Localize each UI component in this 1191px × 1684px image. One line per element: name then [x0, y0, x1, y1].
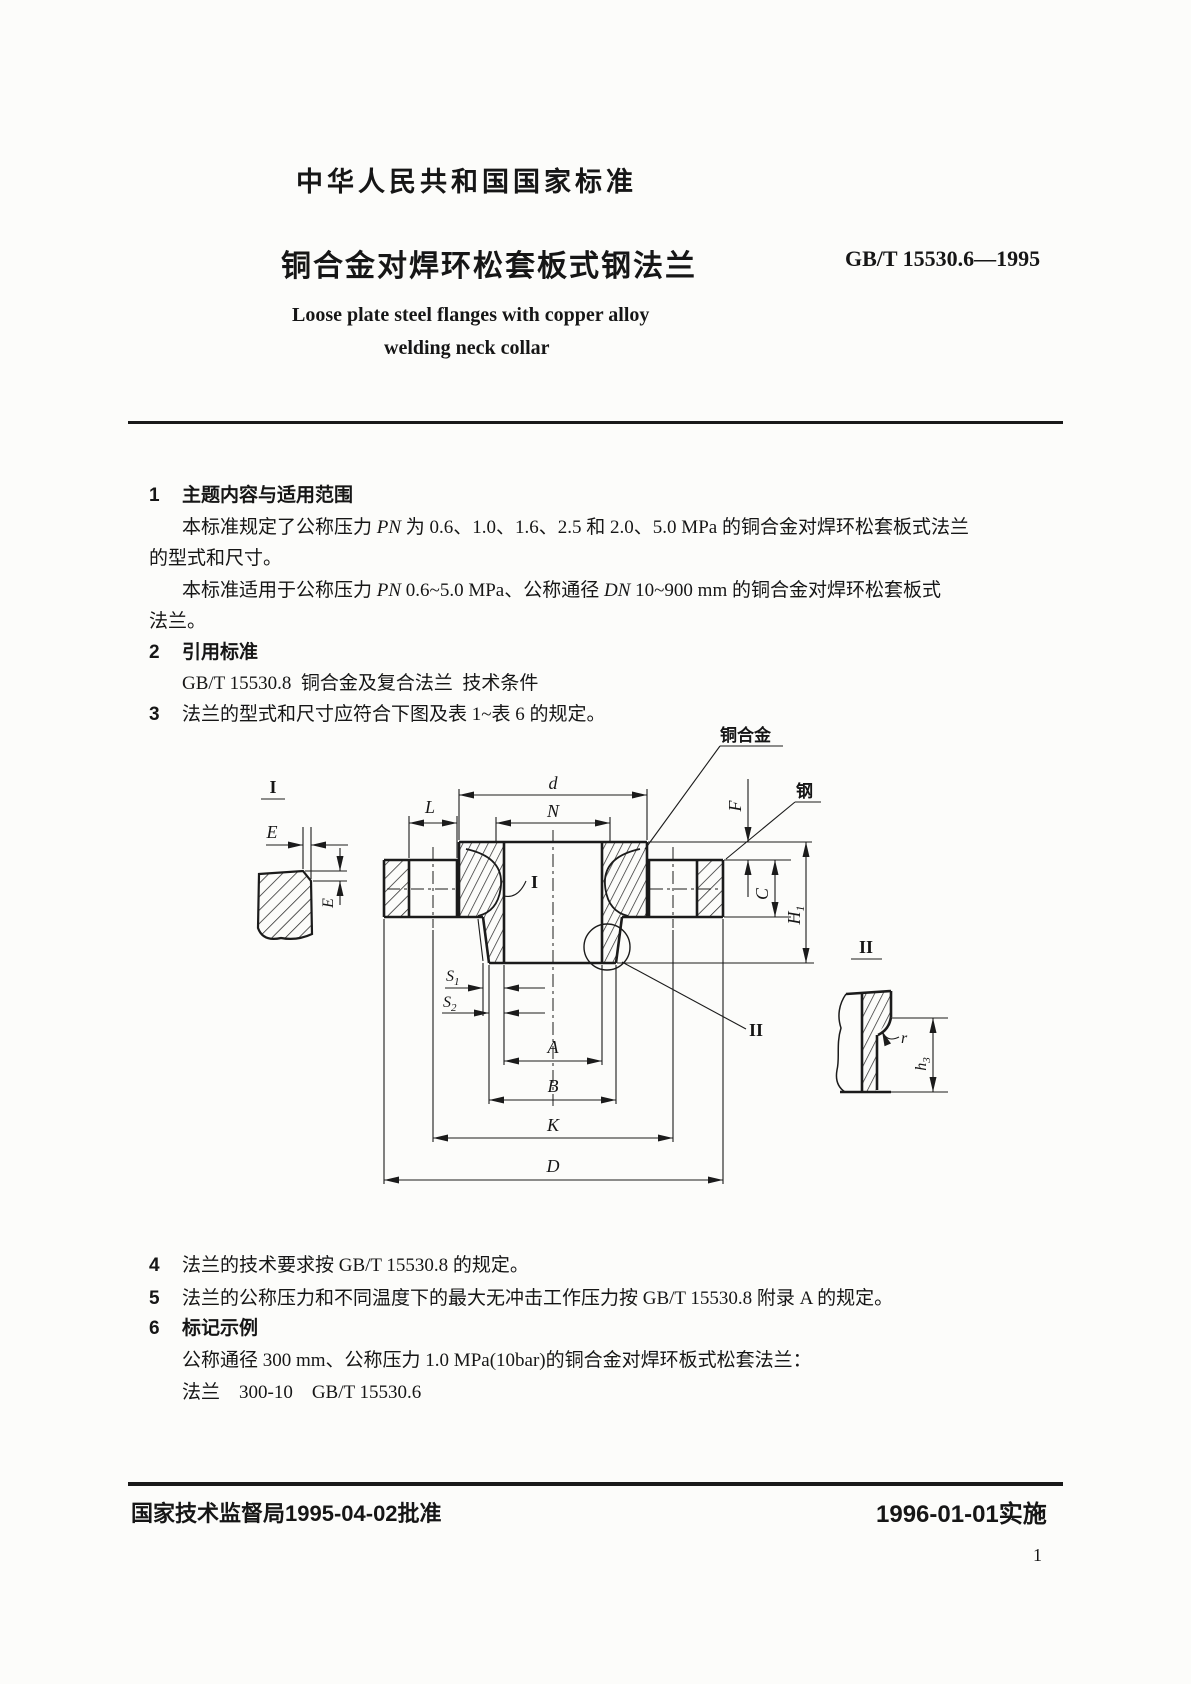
copper-leader-line [644, 745, 721, 850]
centerlines [387, 830, 720, 1106]
steel-leader-line [725, 801, 796, 860]
part-outlines [382, 840, 893, 1094]
section-5-number: 5 [149, 1288, 160, 1309]
dim-label-E-vertical: E [320, 898, 337, 909]
steel-label: 钢 [796, 781, 813, 801]
section-1-paragraph-2: 本标准适用于公称压力 PN 0.6~5.0 MPa、公称通径 DN 10~900… [182, 580, 941, 601]
dim-label-L: L [424, 797, 435, 817]
dim-label-F: F [725, 800, 745, 813]
detail1-reference-label: I [531, 872, 538, 892]
dim-label-r: r [901, 1030, 908, 1047]
section-1-number: 1 [149, 485, 160, 506]
section-1-paragraph-2-cont: 法兰。 [149, 611, 207, 632]
detail1-corner-block [256, 869, 314, 940]
implementation-date: 1996-01-01实施 [876, 1501, 1047, 1528]
hatch-fills [385, 842, 891, 1092]
copper-collar-hatch-left [459, 842, 504, 963]
profile-curves [465, 848, 847, 1093]
flange-cross-section-drawing: d N L E E F C H1 S1 S2 A B K D I I II II… [256, 725, 948, 1184]
section-2-reference: GB/T 15530.8 铜合金及复合法兰 技术条件 [182, 673, 539, 694]
radius-leader-line [881, 1030, 900, 1047]
detail2-reference-circle [583, 923, 631, 971]
dim-label-B: B [548, 1076, 559, 1096]
collar-fillet-curve-left [465, 848, 502, 917]
header-divider [128, 421, 1063, 424]
section-6-number: 6 [149, 1318, 160, 1339]
dim-label-K: K [546, 1115, 560, 1135]
dim-label-H1: H1 [784, 906, 807, 926]
dim-label-A: A [547, 1037, 560, 1057]
copper-alloy-label: 铜合金 [720, 725, 772, 745]
page-number: 1 [1033, 1545, 1042, 1565]
detail2-reference-label: II [749, 1020, 763, 1040]
document-title-cn: 铜合金对焊环松套板式钢法兰 [281, 250, 697, 283]
standard-code: GB/T 15530.6—1995 [845, 246, 1041, 271]
detail2-title: II [859, 937, 873, 957]
dim-label-C: C [752, 887, 772, 900]
detail2-leader-line [621, 961, 747, 1030]
collar-fillet-curve-right [604, 848, 641, 917]
approval-authority-date: 国家技术监督局1995-04-02批准 [131, 1501, 442, 1526]
section-3-number: 3 [149, 704, 160, 725]
section-6-designation: 法兰 300-10 GB/T 15530.6 [182, 1382, 422, 1403]
dim-label-E-horizontal: E [266, 822, 278, 842]
detail1-title: I [269, 777, 276, 797]
dim-label-h3: h3 [913, 1057, 933, 1071]
section-1-paragraph-1-cont: 的型式和尺寸。 [149, 548, 283, 569]
document-title-en-line1: Loose plate steel flanges with copper al… [292, 304, 650, 326]
footer-divider [128, 1482, 1063, 1486]
dimension-lines [261, 745, 948, 1184]
dim-label-N: N [546, 801, 560, 821]
detail1-leader-line [503, 880, 527, 897]
dim-label-S2: S2 [443, 994, 457, 1014]
detail2-break-line [835, 993, 847, 1093]
copper-collar-hatch-right [602, 842, 647, 963]
dim-label-d: d [549, 773, 559, 793]
dim-label-D: D [546, 1156, 560, 1176]
section-1-paragraph-1: 本标准规定了公称压力 PN 为 0.6、1.0、1.6、2.5 和 2.0、5.… [182, 517, 969, 538]
section-2-number: 2 [149, 642, 160, 663]
national-standard-label: 中华人民共和国国家标准 [296, 167, 637, 197]
section-6-example: 公称通径 300 mm、公称压力 1.0 MPa(10bar)的铜合金对焊环板式… [182, 1350, 812, 1371]
document-title-en-line2: welding neck collar [384, 337, 550, 359]
dim-label-S1: S1 [446, 968, 460, 988]
section-4-number: 4 [149, 1255, 160, 1276]
